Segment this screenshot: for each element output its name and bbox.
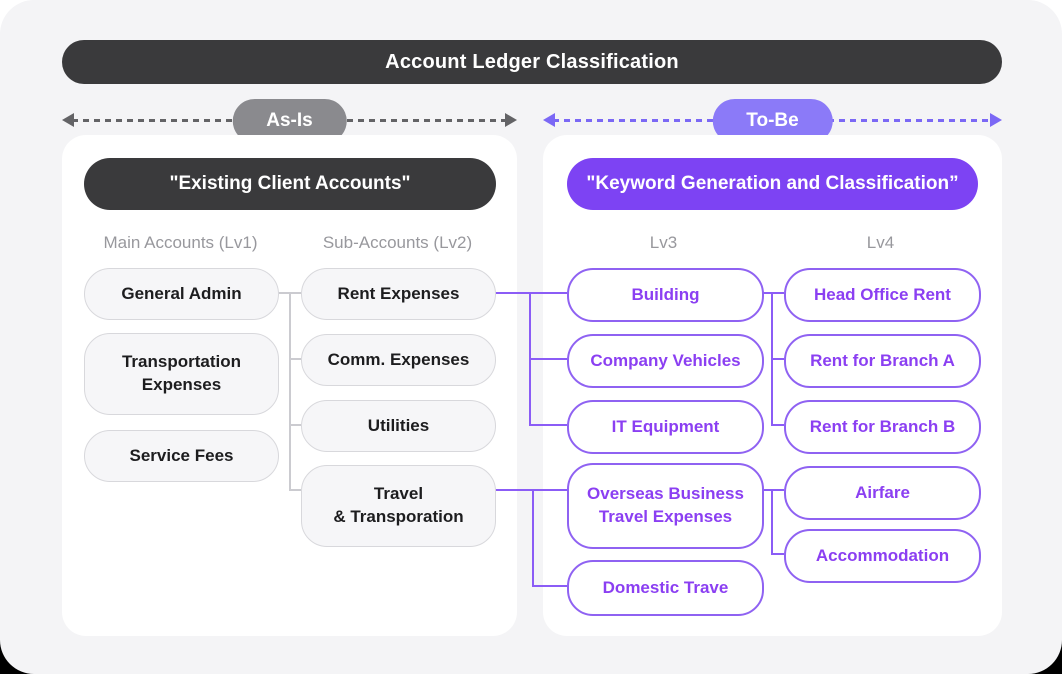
node-general-admin: General Admin [84,268,279,320]
asis-arrow-right-icon [505,113,517,127]
connector-branch-vehicles [529,358,567,360]
node-overseas-business-travel: Overseas Business Travel Expenses [567,463,764,549]
node-company-vehicles: Company Vehicles [567,334,764,388]
node-service-fees: Service Fees [84,430,279,482]
connector-branch-branchb [771,424,784,426]
node-building: Building [567,268,764,322]
node-rent-expenses: Rent Expenses [301,268,496,320]
node-utilities: Utilities [301,400,496,452]
node-accommodation: Accommodation [784,529,981,583]
node-transportation-expenses: Transportation Expenses [84,333,279,415]
connector-branch-itequipment [529,424,567,426]
column-label-lv1: Main Accounts (Lv1) [103,233,258,252]
asis-header: "Existing Client Accounts" [84,158,496,210]
tobe-header: "Keyword Generation and Classification” [567,158,978,210]
connector-travel-trunk [532,489,534,587]
node-domestic-travel: Domestic Trave [567,560,764,616]
column-label-lv4: Lv4 [866,233,895,252]
connector-branch-comm [289,358,301,360]
connector-branch-utilities [289,424,301,426]
asis-arrow-left-icon [62,113,74,127]
column-label-lv2: Sub-Accounts (Lv2) [322,233,473,252]
connector-branch-travel [289,489,301,491]
node-rent-branch-b: Rent for Branch B [784,400,981,454]
connector-travel-overseas [494,489,567,491]
tobe-arrow-right-icon [990,113,1002,127]
tobe-arrow-left-icon [543,113,555,127]
node-rent-branch-a: Rent for Branch A [784,334,981,388]
node-comm-expenses: Comm. Expenses [301,334,496,386]
column-label-lv3: Lv3 [649,233,678,252]
connector-overseas-trunk [771,489,773,555]
connector-branch-brancha [771,358,784,360]
node-it-equipment: IT Equipment [567,400,764,454]
node-travel-transporation: Travel & Transporation [301,465,496,547]
connector-branch-accommodation [771,553,784,555]
node-head-office-rent: Head Office Rent [784,268,981,322]
node-airfare: Airfare [784,466,981,520]
connector-branch-domestic [532,585,567,587]
connector-generaladmin-trunk [289,292,291,490]
page-title: Account Ledger Classification [62,40,1002,84]
